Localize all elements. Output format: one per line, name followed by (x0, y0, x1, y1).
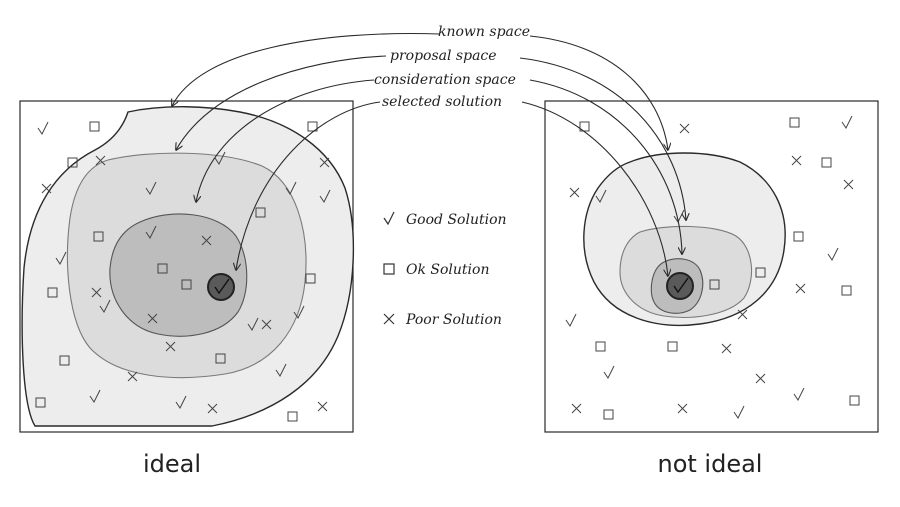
arrow-proposal-space-left (176, 55, 387, 150)
square-mark (59, 355, 70, 366)
label-consideration-space: consideration space (374, 72, 516, 88)
square-mark (789, 117, 800, 128)
square-mark (287, 411, 298, 422)
square-mark (709, 279, 720, 290)
cross-mark (679, 123, 690, 134)
cross-mark (569, 187, 580, 198)
check-mark (733, 405, 745, 419)
cross-mark (41, 183, 52, 194)
check-mark (827, 247, 839, 261)
cross-mark (95, 155, 106, 166)
arrow-selected-solution-left (236, 101, 381, 270)
cross-mark (319, 157, 330, 168)
ideal-selected-check-icon (214, 278, 230, 295)
cross-mark (261, 319, 272, 330)
cross-mark (737, 309, 748, 320)
check-mark (55, 251, 67, 265)
check-mark (145, 225, 157, 239)
check-mark (841, 115, 853, 129)
square-mark (667, 341, 678, 352)
not-ideal-scatter-marks (565, 115, 860, 420)
square-mark (67, 157, 78, 168)
label-proposal-space: proposal space (390, 48, 497, 64)
check-mark (89, 389, 101, 403)
square-mark (841, 285, 852, 296)
check-mark (319, 189, 331, 203)
arrow-known-space-right (529, 35, 668, 150)
poor-solution-icon (383, 313, 395, 325)
cross-mark (795, 283, 806, 294)
cross-mark (755, 373, 766, 384)
check-mark (603, 365, 615, 379)
square-mark (215, 353, 226, 364)
label-selected-solution: selected solution (382, 94, 502, 110)
check-mark (293, 305, 305, 319)
cross-mark (165, 341, 176, 352)
ideal-selected-solution (207, 273, 235, 301)
square-mark (47, 287, 58, 298)
cross-mark (721, 343, 732, 354)
arrow-consideration-space-right (529, 79, 682, 254)
check-mark (99, 299, 111, 313)
ideal-scatter-marks (35, 121, 331, 422)
check-mark (175, 395, 187, 409)
legend-ok-label: Ok Solution (406, 262, 489, 278)
cross-mark (147, 313, 158, 324)
good-solution-icon (383, 211, 395, 226)
arrow-proposal-space-right (519, 57, 686, 220)
square-mark (307, 121, 318, 132)
cross-mark (571, 403, 582, 414)
square-mark (157, 263, 168, 274)
check-mark (793, 387, 805, 401)
not-ideal-selected-solution (666, 272, 694, 300)
cross-mark (91, 287, 102, 298)
cross-mark (201, 235, 212, 246)
square-mark (603, 409, 614, 420)
check-mark (37, 121, 49, 135)
square-mark (821, 157, 832, 168)
square-mark (305, 273, 316, 284)
square-mark (579, 121, 590, 132)
arrow-selected-solution-right (521, 101, 668, 276)
caption-ideal: ideal (142, 450, 202, 478)
label-known-space: known space (438, 24, 530, 40)
not-ideal-selected-check-icon (673, 277, 689, 294)
cross-mark (317, 401, 328, 412)
arrow-consideration-space-left (196, 79, 375, 202)
square-mark (181, 279, 192, 290)
square-mark (793, 231, 804, 242)
legend-good-label: Good Solution (406, 212, 507, 228)
ok-solution-icon (383, 263, 395, 275)
legend-poor-label: Poor Solution (405, 312, 502, 328)
square-mark (35, 397, 46, 408)
check-mark (565, 313, 577, 327)
check-mark (145, 181, 157, 195)
legend: Good Solution Ok Solution Poor Solution (383, 211, 507, 328)
check-mark (285, 181, 297, 195)
check-mark (275, 363, 287, 377)
square-mark (93, 231, 104, 242)
caption-not-ideal: not ideal (657, 450, 763, 478)
square-mark (849, 395, 860, 406)
cross-mark (677, 403, 688, 414)
label-arrows (172, 33, 686, 276)
square-mark (595, 341, 606, 352)
arrow-known-space-left (172, 33, 441, 106)
check-mark (214, 151, 226, 165)
square-mark (89, 121, 100, 132)
cross-mark (127, 371, 138, 382)
ideal-consideration-space (109, 213, 248, 337)
square-mark (755, 267, 766, 278)
cross-mark (791, 155, 802, 166)
square-mark (255, 207, 266, 218)
check-mark (595, 189, 607, 203)
cross-mark (207, 403, 218, 414)
cross-mark (843, 179, 854, 190)
check-mark (247, 317, 259, 331)
